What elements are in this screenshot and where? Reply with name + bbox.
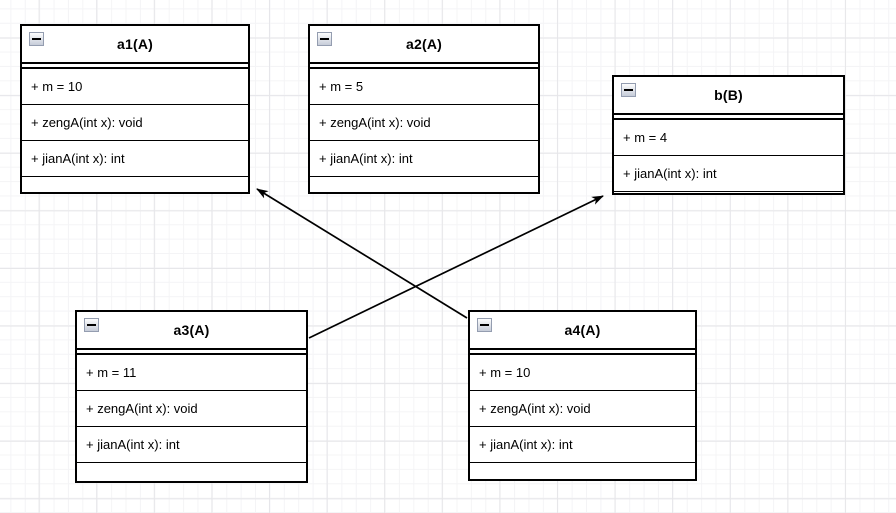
class-header[interactable]: a3(A) — [77, 312, 306, 350]
header-separator — [470, 350, 695, 355]
method-row-jianA[interactable]: + jianA(int x): int — [77, 427, 306, 463]
method-row-jianA[interactable]: + jianA(int x): int — [310, 141, 538, 177]
collapse-minus-icon[interactable] — [621, 83, 636, 97]
class-box-a4[interactable]: a4(A) + m = 10 + zengA(int x): void + ji… — [468, 310, 697, 481]
class-title: a4(A) — [564, 322, 601, 338]
arrow-a4-to-a1[interactable] — [256, 188, 468, 319]
class-box-a3[interactable]: a3(A) + m = 11 + zengA(int x): void + ji… — [75, 310, 308, 483]
method-row-jianA[interactable]: + jianA(int x): int — [614, 156, 843, 192]
header-separator — [77, 350, 306, 355]
field-row-m[interactable]: + m = 10 — [22, 69, 248, 105]
method-row-jianA[interactable]: + jianA(int x): int — [22, 141, 248, 177]
class-title: b(B) — [714, 87, 743, 103]
field-row-m[interactable]: + m = 4 — [614, 120, 843, 156]
class-header[interactable]: a1(A) — [22, 26, 248, 64]
box-filler — [22, 177, 248, 192]
field-row-m[interactable]: + m = 11 — [77, 355, 306, 391]
class-header[interactable]: a4(A) — [470, 312, 695, 350]
method-row-zengA[interactable]: + zengA(int x): void — [77, 391, 306, 427]
field-row-m[interactable]: + m = 5 — [310, 69, 538, 105]
class-box-a1[interactable]: a1(A) + m = 10 + zengA(int x): void + ji… — [20, 24, 250, 194]
method-row-jianA[interactable]: + jianA(int x): int — [470, 427, 695, 463]
header-separator — [614, 115, 843, 120]
collapse-minus-icon[interactable] — [477, 318, 492, 332]
class-header[interactable]: b(B) — [614, 77, 843, 115]
class-box-a2[interactable]: a2(A) + m = 5 + zengA(int x): void + jia… — [308, 24, 540, 194]
box-filler — [77, 463, 306, 481]
method-row-zengA[interactable]: + zengA(int x): void — [22, 105, 248, 141]
class-title: a3(A) — [173, 322, 210, 338]
field-row-m[interactable]: + m = 10 — [470, 355, 695, 391]
box-filler — [310, 177, 538, 192]
class-box-b[interactable]: b(B) + m = 4 + jianA(int x): int — [612, 75, 845, 195]
class-header[interactable]: a2(A) — [310, 26, 538, 64]
method-row-zengA[interactable]: + zengA(int x): void — [310, 105, 538, 141]
collapse-minus-icon[interactable] — [84, 318, 99, 332]
class-title: a1(A) — [116, 36, 153, 52]
class-title: a2(A) — [405, 36, 442, 52]
header-separator — [22, 64, 248, 69]
collapse-minus-icon[interactable] — [29, 32, 44, 46]
box-filler — [470, 463, 695, 479]
collapse-minus-icon[interactable] — [317, 32, 332, 46]
header-separator — [310, 64, 538, 69]
method-row-zengA[interactable]: + zengA(int x): void — [470, 391, 695, 427]
box-filler — [614, 192, 843, 193]
